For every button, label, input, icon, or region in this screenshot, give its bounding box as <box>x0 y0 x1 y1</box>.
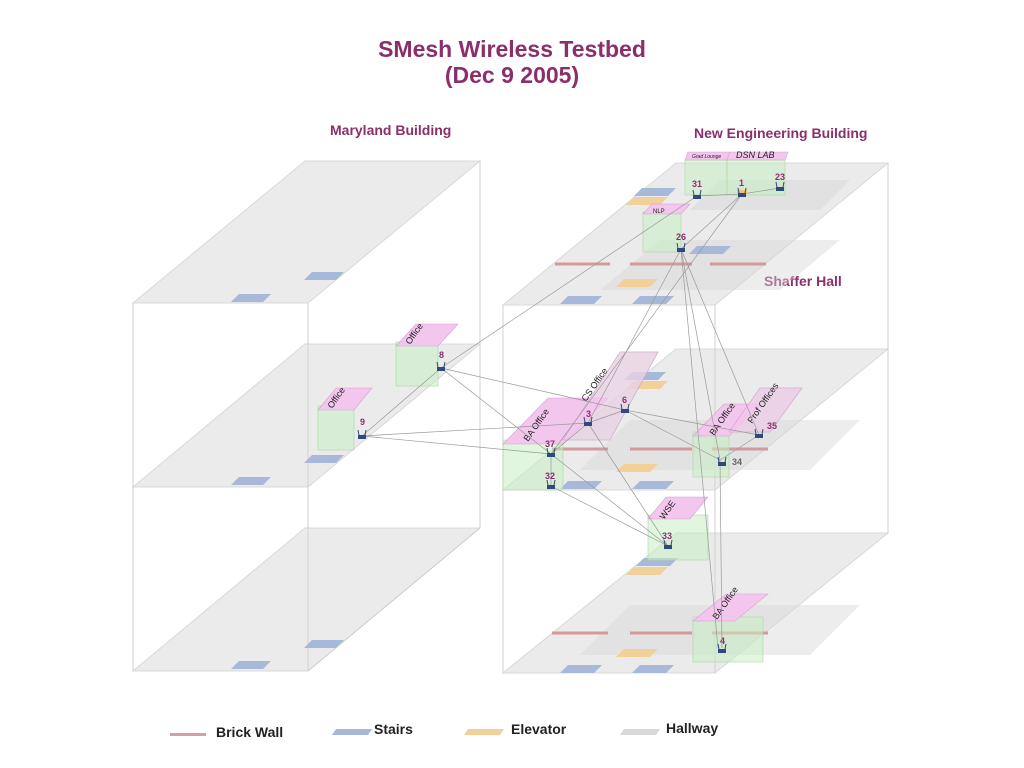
svg-text:8: 8 <box>439 350 444 360</box>
maryland-floor-bottom <box>131 527 482 672</box>
maryland-building <box>131 160 482 672</box>
svg-text:33: 33 <box>662 531 672 541</box>
node-4: 4 <box>717 636 727 654</box>
legend-brick-wall-label: Brick Wall <box>216 724 284 740</box>
node-23: 23 <box>775 172 785 192</box>
label-shaffer-hall: Shaffer Hall <box>764 273 842 289</box>
node-1: 1 <box>737 178 747 198</box>
room-tags <box>317 151 803 622</box>
legend-elevator-swatch <box>463 729 505 735</box>
svg-text:31: 31 <box>692 179 702 189</box>
maryland-floor-top <box>131 160 482 304</box>
svg-text:3: 3 <box>586 409 591 419</box>
svg-text:35: 35 <box>767 421 777 431</box>
diagram-date: (Dec 9 2005) <box>444 62 580 88</box>
legend-brick-wall-swatch <box>170 733 206 736</box>
nodes: 1 23 31 26 8 9 3 6 <box>357 172 785 654</box>
diagram-title: SMesh Wireless Testbed <box>378 36 646 62</box>
svg-text:37: 37 <box>545 439 555 449</box>
legend: Brick Wall Stairs Elevator Hallway <box>0 716 1024 746</box>
room-label-nlp: NLP <box>653 209 665 215</box>
svg-text:34: 34 <box>732 457 742 467</box>
maryland-stairs <box>231 272 344 669</box>
svg-text:26: 26 <box>676 232 686 242</box>
legend-hallway-swatch <box>619 729 661 735</box>
room-label-dsn-lab: DSN LAB <box>736 150 775 160</box>
svg-text:6: 6 <box>622 395 627 405</box>
room-label-grad-lounge: Grad Lounge <box>692 154 721 160</box>
node-33: 33 <box>662 531 673 550</box>
legend-stairs-label: Stairs <box>374 721 413 737</box>
label-new-engineering-building: New Engineering Building <box>694 125 868 141</box>
svg-text:32: 32 <box>545 471 555 481</box>
svg-text:4: 4 <box>720 636 725 646</box>
legend-hallway-label: Hallway <box>666 720 719 736</box>
node-31: 31 <box>692 179 702 200</box>
node-35: 35 <box>754 421 777 439</box>
node-6: 6 <box>620 395 630 414</box>
node-9: 9 <box>357 417 367 440</box>
node-3: 3 <box>583 409 593 427</box>
svg-text:23: 23 <box>775 172 785 182</box>
legend-stairs-swatch <box>331 729 373 735</box>
node-37: 37 <box>545 439 556 458</box>
node-8: 8 <box>436 350 446 372</box>
svg-text:9: 9 <box>360 417 365 427</box>
legend-elevator-label: Elevator <box>511 721 567 737</box>
svg-text:1: 1 <box>739 178 744 188</box>
node-26: 26 <box>676 232 686 253</box>
label-maryland-building: Maryland Building <box>330 122 452 138</box>
node-34: 34 <box>717 456 742 467</box>
wireless-links <box>361 187 781 649</box>
node-32: 32 <box>545 471 556 490</box>
